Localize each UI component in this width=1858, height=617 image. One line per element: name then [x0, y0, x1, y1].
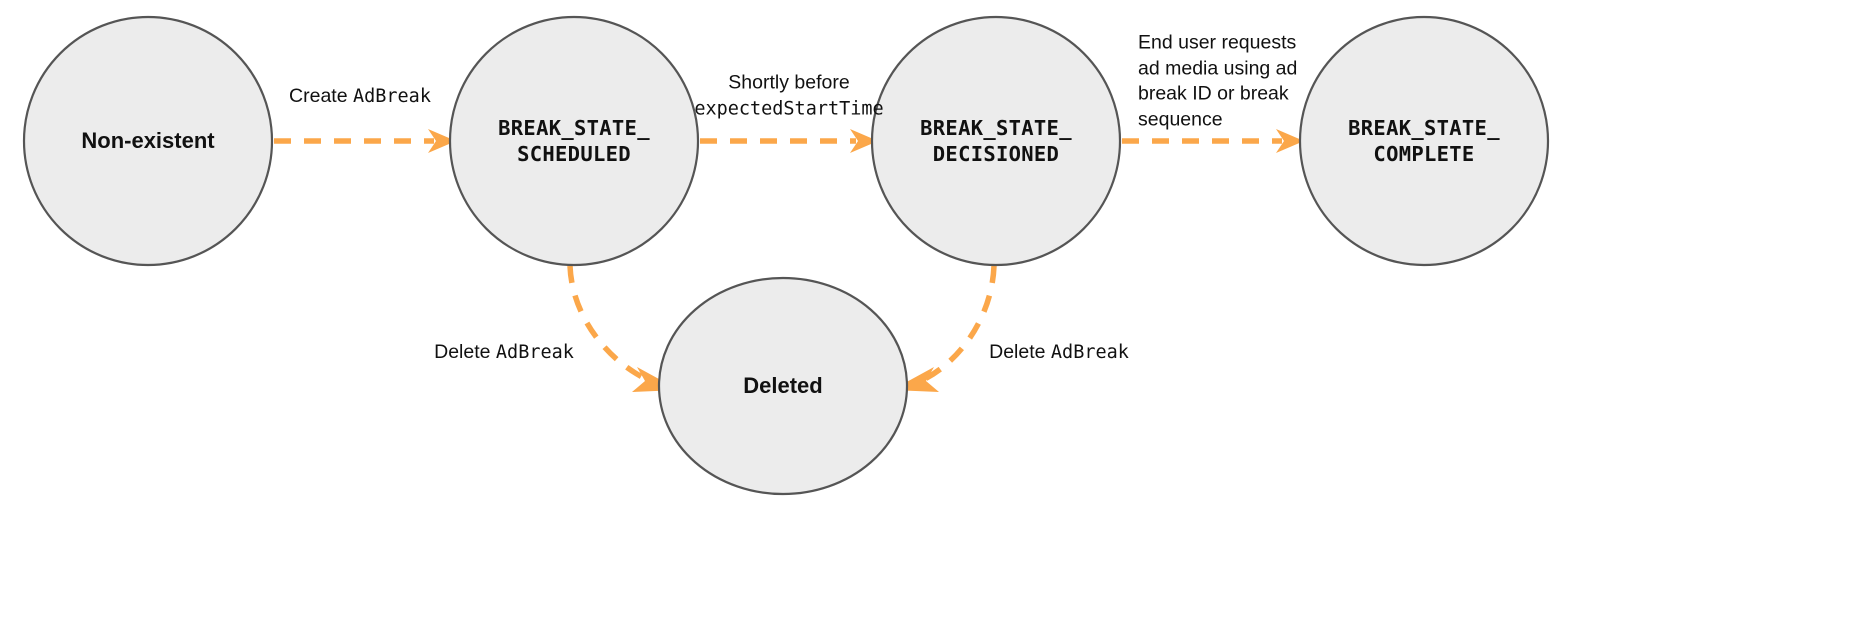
edge-line [914, 265, 997, 386]
arrow-head-icon [1276, 129, 1304, 153]
node-deleted[interactable] [657, 276, 909, 496]
node-break-state-decisioned[interactable] [870, 15, 1122, 267]
node-break-state-scheduled[interactable] [448, 15, 700, 267]
node-non-existent[interactable] [22, 15, 274, 267]
edge-create-adbreak [274, 129, 456, 153]
edge-shortly-before [700, 129, 878, 153]
node-break-state-complete[interactable] [1298, 15, 1550, 267]
arrow-head-icon [428, 129, 456, 153]
edge-end-user-requests [1122, 129, 1304, 153]
edge-line [567, 265, 657, 386]
arrow-head-icon [850, 129, 878, 153]
edge-delete-from-decisioned [892, 265, 997, 392]
